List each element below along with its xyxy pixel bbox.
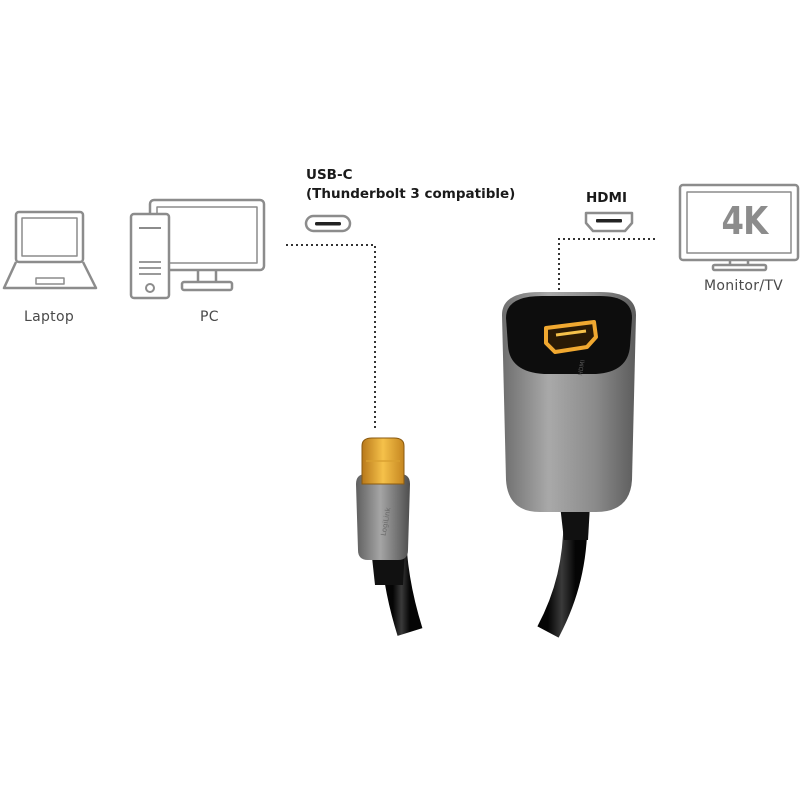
monitor-tv-icon bbox=[678, 183, 800, 272]
pc-icon bbox=[129, 198, 266, 300]
hdmi-adapter: HDMI bbox=[502, 292, 636, 638]
hdmi-port-icon bbox=[584, 211, 634, 233]
svg-text:HDMI: HDMI bbox=[577, 359, 587, 376]
usb-c-leader-line bbox=[286, 244, 376, 428]
laptop-icon bbox=[2, 210, 98, 290]
usb-c-title: USB-C bbox=[306, 167, 353, 183]
usb-c-port-icon bbox=[304, 214, 352, 233]
pc-label: PC bbox=[200, 309, 219, 325]
usb-c-subtitle: (Thunderbolt 3 compatible) bbox=[306, 186, 516, 202]
hdmi-leader-line bbox=[558, 238, 655, 318]
usb-c-plug-housing bbox=[356, 474, 410, 560]
monitor-tv-label: Monitor/TV bbox=[704, 278, 784, 294]
hdmi-socket bbox=[544, 320, 598, 354]
monitor-screen-text: 4K bbox=[721, 199, 768, 243]
laptop-label: Laptop bbox=[24, 309, 75, 325]
hdmi-title: HDMI bbox=[586, 190, 627, 206]
usb-c-cable: LogiLink bbox=[356, 437, 423, 636]
